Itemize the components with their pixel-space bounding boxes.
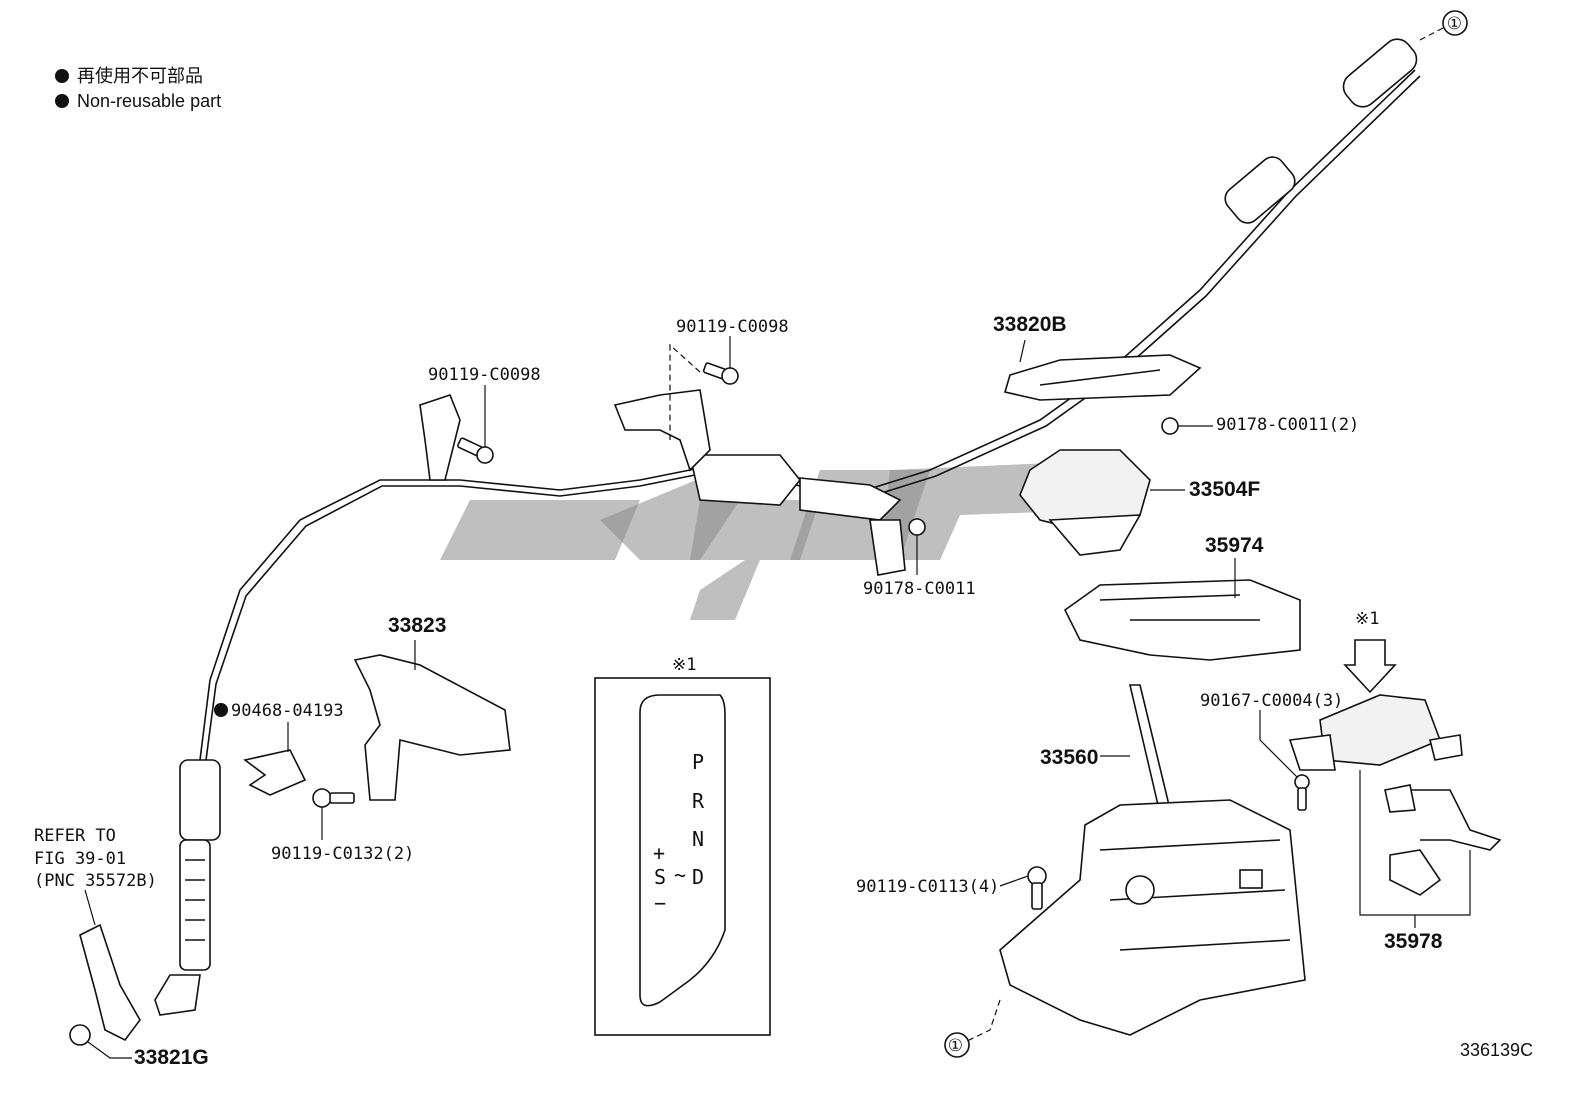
label-90119-C0098-left: 90119-C0098 — [428, 365, 541, 385]
gate-minus: − — [654, 891, 666, 915]
cable-end-connector — [1342, 38, 1418, 108]
label-90119-C0098-right: 90119-C0098 — [676, 317, 789, 337]
selector-unit-35978 — [1288, 639, 1502, 928]
circle-1-top-label: ① — [1447, 14, 1462, 34]
shift-gate-indicator: P R N D + S − ~ — [594, 677, 771, 1036]
bolt-90119-C0113-4 — [999, 866, 1047, 910]
label-90167-C0004-3: 90167-C0004(3) — [1200, 691, 1343, 711]
cable-sleeve — [799, 477, 902, 521]
indicator-housing-35974 — [1063, 558, 1301, 661]
legend: 再使用不可部品 Non-reusable part — [55, 66, 221, 111]
shift-lever-assembly-33560 — [964, 684, 1306, 1043]
label-33820B: 33820B — [993, 313, 1067, 336]
label-33504F: 33504F — [1189, 478, 1260, 501]
label-33821G: 33821G — [134, 1046, 209, 1069]
shift-cable-33820B — [154, 38, 1421, 1016]
cable-adjuster — [179, 759, 221, 841]
circle-1-bottom-label: ① — [948, 1036, 963, 1056]
cable-clamp — [689, 454, 802, 506]
note-mark-selector: ※1 — [1355, 609, 1379, 629]
label-90119-C0132-2: 90119-C0132(2) — [271, 844, 414, 864]
label-33560: 33560 — [1040, 746, 1098, 769]
legend-en: Non-reusable part — [77, 91, 221, 111]
cable-bracket-left — [419, 394, 461, 481]
gate-plate — [639, 694, 726, 1007]
label-35978: 35978 — [1384, 930, 1443, 953]
reference-marker-top — [1419, 10, 1468, 41]
gate-tilde: ~ — [674, 863, 686, 887]
bracket-33821G — [69, 889, 141, 1059]
refer-to-line3: (PNC 35572B) — [34, 871, 157, 891]
gate-letter-S: S — [654, 865, 666, 889]
label-90468-04193: 90468-04193 — [231, 701, 344, 721]
label-35974: 35974 — [1205, 534, 1264, 557]
bracket-33823 — [353, 640, 511, 801]
gate-letter-D: D — [692, 865, 704, 889]
label-33823: 33823 — [388, 614, 446, 637]
refer-to-line1: REFER TO — [34, 826, 116, 846]
clip-90468-04193 — [214, 703, 307, 796]
label-90119-C0113-4: 90119-C0113(4) — [856, 877, 999, 897]
bolt-90119-C0132-2 — [312, 788, 355, 840]
note-mark-gate: ※1 — [672, 655, 696, 675]
nut-90178-C0011 — [908, 518, 926, 575]
arrow-down-icon — [1343, 639, 1397, 694]
shift-knob-33504F — [1019, 449, 1185, 556]
legend-jp: 再使用不可部品 — [77, 66, 203, 86]
cable-end-joint — [154, 974, 201, 1016]
non-reusable-dot-icon — [55, 69, 69, 83]
gate-letter-N: N — [692, 827, 704, 851]
bolt-90119-C0098-left — [457, 385, 494, 464]
screw-90167-C0004-3 — [1259, 710, 1310, 811]
cable-bracket-center — [613, 389, 711, 472]
refer-to-line2: FIG 39-01 — [34, 849, 126, 869]
label-90178-C0011-2: 90178-C0011(2) — [1216, 415, 1359, 435]
nut-90178-C0011-2 — [1161, 417, 1213, 435]
non-reusable-dot-icon — [214, 703, 228, 717]
cable-boot — [179, 839, 211, 971]
gate-letter-P: P — [692, 750, 704, 774]
cable-stay — [869, 519, 906, 576]
non-reusable-dot-icon — [55, 94, 69, 108]
gate-letter-R: R — [692, 789, 705, 813]
cable-grommet — [1224, 156, 1296, 224]
label-90178-C0011: 90178-C0011 — [863, 579, 976, 599]
bolt-90119-C0098-right — [669, 336, 739, 440]
diagram-code: 336139C — [1460, 1040, 1533, 1060]
gate-plus: + — [653, 841, 665, 865]
reference-marker-bottom — [944, 1032, 970, 1058]
